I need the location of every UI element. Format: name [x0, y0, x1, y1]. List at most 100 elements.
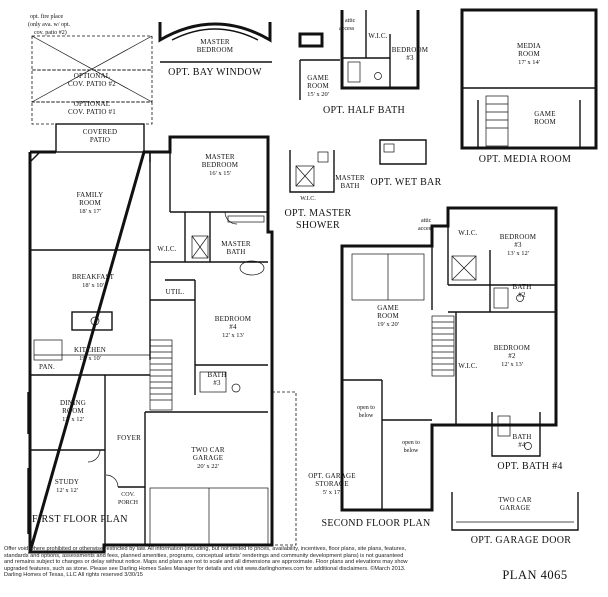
garage-door-wall — [451, 492, 579, 531]
wic-shower-label: W.I.C. — [300, 196, 316, 202]
opt-wet-bar-title: OPT. WET BAR — [370, 177, 441, 188]
bedroom3-top-label-2: #3 — [406, 54, 414, 62]
bath3-label-2: #3 — [213, 379, 221, 387]
game-room-top-label-1: GAME — [307, 74, 328, 82]
bath2-label-2: #2 — [518, 291, 526, 299]
bedroom2-label-2: #2 — [508, 352, 516, 360]
game-room-label-2: ROOM — [377, 312, 399, 320]
foyer-label: FOYER — [117, 434, 141, 442]
cov-porch-label-1: COV. — [121, 492, 135, 498]
study-dim: 12' x 12' — [56, 487, 78, 494]
master-tub — [239, 260, 265, 276]
bath4-label-1: BATH — [512, 433, 531, 441]
game-room-label-1: GAME — [377, 304, 398, 312]
kitchen-label: KITCHEN — [74, 346, 106, 354]
opt-master-shower — [289, 150, 335, 193]
opt-garage-storage-label-1: OPT. GARAGE — [308, 472, 356, 480]
bath3-label-1: BATH — [207, 371, 226, 379]
game-room-top-label-2: ROOM — [307, 82, 329, 90]
dining-label-1: DINING — [60, 399, 86, 407]
bay-window-wall — [158, 22, 272, 43]
cov-porch-label-2: PORCH — [118, 500, 139, 506]
attic-access-top-2: access — [339, 26, 355, 32]
game-room-media-label-2: ROOM — [534, 118, 556, 126]
opt-garage-storage-outline — [271, 391, 297, 546]
kitchen-island — [71, 311, 113, 331]
open-below-2-label-1: open to — [402, 440, 420, 446]
garage-door-label-2: GARAGE — [500, 504, 530, 512]
attic-access-second-2: access — [418, 226, 434, 232]
family-room-label-2: ROOM — [79, 199, 101, 207]
study-label: STUDY — [55, 478, 79, 486]
master-bedroom-label-1: MASTER — [205, 153, 235, 161]
garage-label-1: TWO CAR — [191, 446, 225, 454]
pantry-label: PAN. — [39, 363, 55, 371]
second-floor-title: SECOND FLOOR PLAN — [321, 518, 430, 529]
opt-bay-window — [158, 22, 272, 63]
second-floor-plan — [340, 206, 558, 512]
wic-bed3-label: W.I.C. — [458, 229, 477, 237]
fireplace-label-1: opt. fire place — [30, 13, 63, 20]
family-room-label-1: FAMILY — [77, 191, 104, 199]
master-shower-wall — [289, 150, 335, 193]
master-shower — [191, 235, 209, 259]
media-room-dim: 17' x 14' — [518, 59, 540, 66]
master-bath-label-2: BATH — [226, 248, 245, 256]
plan-number: PLAN 4065 — [502, 568, 567, 582]
game-room-top-dim: 15' x 20' — [307, 91, 329, 98]
open-below-2-label-2: below — [404, 448, 419, 454]
bedroom4-label-1: BEDROOM — [215, 315, 252, 323]
opt-cov-patio-1-label-2: COV. PATIO #1 — [68, 108, 116, 116]
dining-label-2: ROOM — [62, 407, 84, 415]
open-below-1-label-1: open to — [357, 405, 375, 411]
half-bath-wall — [340, 10, 420, 90]
wic-top-label: W.I.C. — [368, 32, 387, 40]
bedroom3-label-1: BEDROOM — [500, 233, 537, 241]
kitchen-dim: 19' x 10' — [79, 355, 101, 362]
wic-master-label: W.I.C. — [157, 245, 176, 253]
bedroom3-top-label-1: BEDROOM — [392, 46, 429, 54]
media-room-wall — [460, 8, 598, 150]
opt-garage-storage-dim: 5' x 17' — [323, 489, 342, 496]
attic-access-top-1: attic — [345, 18, 356, 24]
covered-patio-outline — [55, 123, 145, 153]
master-bath-shower-label-1: MASTER — [335, 174, 365, 182]
opt-media-room-title: OPT. MEDIA ROOM — [479, 154, 571, 165]
bay-master-label-2: BEDROOM — [197, 46, 234, 54]
opt-garage-door — [451, 492, 579, 531]
opt-fireplace-outline — [31, 35, 153, 71]
game-room-dim: 19' x 20' — [377, 321, 399, 328]
opt-cov-patio-2-label-2: COV. PATIO #2 — [68, 80, 116, 88]
attic-access-second-1: attic — [421, 218, 432, 224]
bath4-wall — [491, 412, 541, 457]
opt-half-bath-title: OPT. HALF BATH — [323, 105, 405, 116]
covered-patio-label-1: COVERED — [83, 128, 117, 136]
opt-bath4-title: OPT. BATH #4 — [497, 461, 562, 472]
master-bedroom-label-2: BEDROOM — [202, 161, 239, 169]
bath3-toilet-icon — [231, 383, 241, 393]
legal-disclaimer: Offer void where prohibited or otherwise… — [4, 546, 408, 579]
opt-cov-patio-1-label-1: OPTIONAL — [74, 100, 111, 108]
opt-bath4 — [491, 412, 541, 457]
dining-dim: 12' x 12' — [62, 416, 84, 423]
media-room-label-2: ROOM — [518, 50, 540, 58]
first-floor-plan — [27, 35, 297, 554]
fireplace-label-3: cov. patio #2) — [34, 29, 67, 36]
breakfast-dim: 18' x 10' — [82, 282, 104, 289]
first-floor-title: FIRST FLOOR PLAN — [32, 514, 128, 525]
bedroom2-dim: 12' x 13' — [501, 361, 523, 368]
master-bath-label-1: MASTER — [221, 240, 251, 248]
bedroom3-label-2: #3 — [514, 241, 522, 249]
bedroom2-label-1: BEDROOM — [494, 344, 531, 352]
bath4-label-2: #4 — [518, 441, 526, 449]
second-floor-stairs — [431, 315, 455, 377]
opt-master-shower-title-1: OPT. MASTER — [284, 208, 351, 219]
wic-bed2-label: W.I.C. — [458, 362, 477, 370]
wet-bar-outline — [379, 139, 427, 165]
bedroom4-label-2: #4 — [229, 323, 237, 331]
garage-label-2: GARAGE — [193, 454, 223, 462]
opt-garage-door-title: OPT. GARAGE DOOR — [471, 535, 571, 546]
media-room-label-1: MEDIA — [517, 42, 541, 50]
room-labels: opt. fire place (only ava. w/ opt. cov. … — [28, 13, 571, 582]
